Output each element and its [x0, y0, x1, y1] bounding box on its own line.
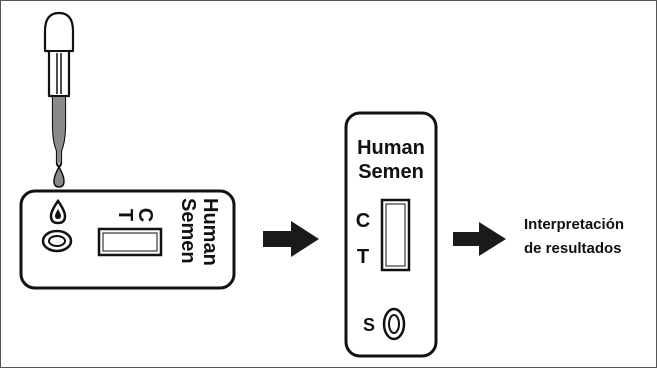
result-interpretation-line2: de resultados — [524, 240, 622, 257]
arrow-right-icon — [263, 221, 319, 257]
control-label: C — [356, 210, 370, 232]
brand-line1: Human — [199, 198, 221, 266]
test-label: T — [357, 246, 369, 268]
test-label: T — [114, 209, 136, 221]
arrow-right-icon — [453, 222, 506, 256]
dropper-icon — [43, 11, 75, 188]
result-interpretation-line1: Interpretación — [524, 216, 624, 233]
brand-line2: Semen — [358, 161, 424, 183]
sample-well-icon — [382, 307, 406, 341]
sample-well-icon — [41, 229, 73, 253]
test-cassette-vertical: Human Semen C T S — [344, 111, 438, 358]
brand-line1: Human — [357, 137, 425, 159]
sample-label: S — [363, 315, 375, 335]
control-label: C — [134, 208, 156, 222]
test-cassette-horizontal: C T Human Semen — [19, 189, 236, 290]
brand-line2: Semen — [177, 198, 199, 264]
